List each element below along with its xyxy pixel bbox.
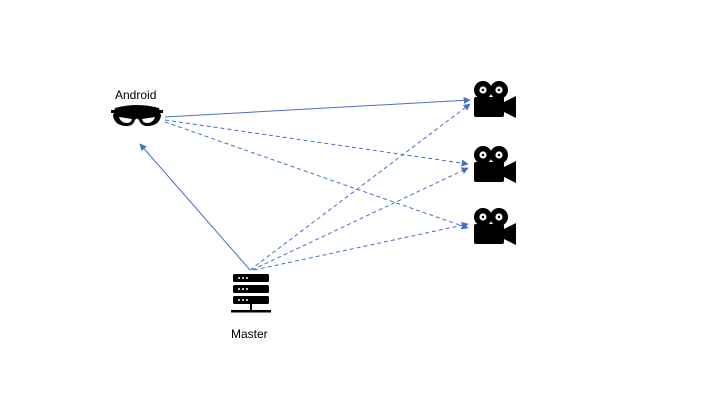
edge-android-camera-3 [164,121,469,230]
edge-android-camera-1 [164,96,471,118]
edge-master-camera-2 [251,167,469,271]
edge-master-android [139,143,251,271]
android-label: Android [115,88,157,102]
video-camera-icon [474,208,516,245]
vr-headset-icon [111,105,163,126]
server-icon [231,274,271,313]
video-camera-icon [474,81,516,118]
edge-master-camera-3 [253,221,469,271]
edge-android-camera-2 [164,119,469,167]
master-label: Master [231,327,268,341]
edge-master-camera-1 [249,103,471,271]
edges [139,96,471,271]
video-camera-icon [474,146,516,183]
